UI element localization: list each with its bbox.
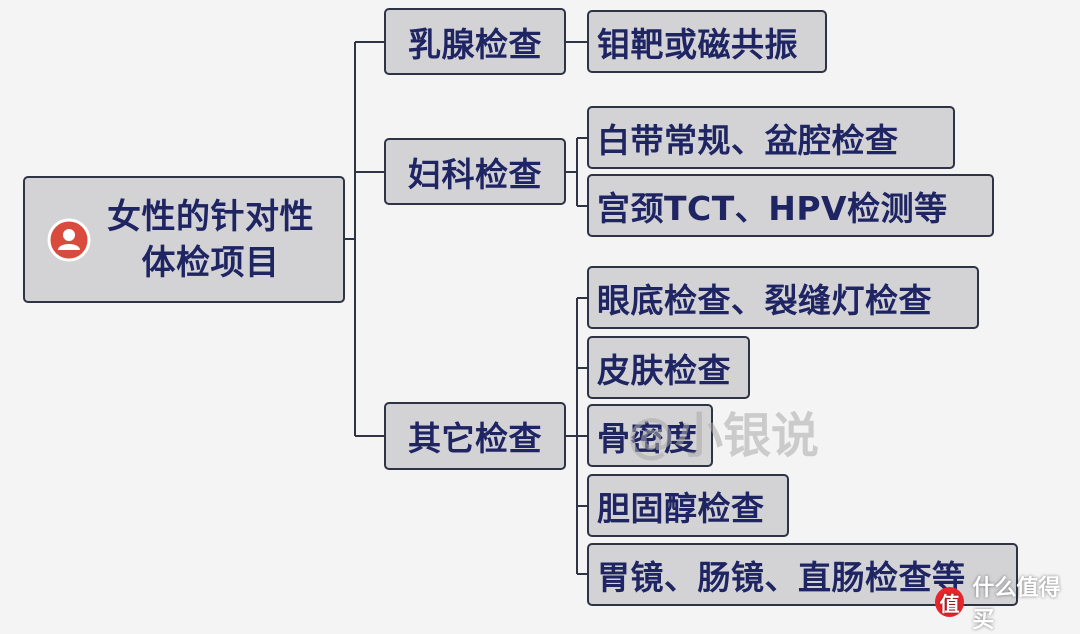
connector-root-trunk (345, 42, 356, 436)
brand-name: 什么值得买 (972, 576, 1061, 633)
root-label-line-1: 女性的针对性 (107, 196, 314, 237)
mindmap-connectors (345, 41, 588, 575)
root-node[interactable]: 女性的针对性 体检项目 (23, 176, 345, 303)
brand-logo-icon: 值 (935, 587, 965, 617)
brand-watermark: 值 什么值得买 (935, 570, 1080, 634)
watermark-text: @小银说 (627, 408, 820, 464)
leaf-node-skin[interactable]: 皮肤检查 (587, 336, 750, 399)
root-label-line-2: 体检项目 (141, 242, 280, 283)
branch-node-other[interactable]: 其它检查 (384, 402, 566, 470)
leaf-node-cholesterol[interactable]: 胆固醇检查 (587, 474, 789, 537)
branch-node-breast[interactable]: 乳腺检查 (384, 8, 566, 75)
connector-branch-3-trunk (566, 298, 578, 574)
leaf-node-mammography[interactable]: 钼靶或磁共振 (587, 10, 827, 73)
branch-node-gynecology[interactable]: 妇科检查 (384, 138, 566, 205)
leaf-node-tct-hpv[interactable]: 宫颈TCT、HPV检测等 (587, 174, 994, 237)
root-label: 女性的针对性 体检项目 (107, 194, 314, 286)
leaf-node-leukorrhea-pelvic[interactable]: 白带常规、盆腔检查 (587, 106, 955, 169)
leaf-node-fundus-slitlamp[interactable]: 眼底检查、裂缝灯检查 (587, 266, 979, 329)
person-icon (47, 218, 91, 261)
connector-branch-2-trunk (566, 138, 578, 206)
leaf-node-bone-density[interactable]: 骨密度 (587, 404, 713, 467)
